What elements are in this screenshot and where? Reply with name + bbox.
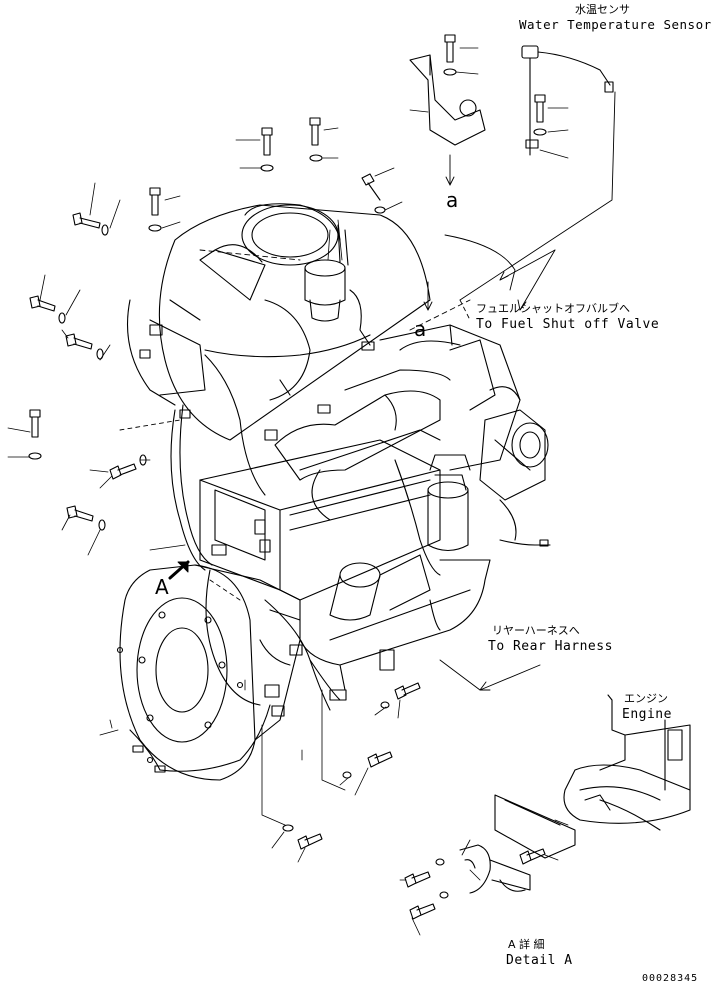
engine-label: Engine	[622, 707, 672, 722]
water-temp-sensor	[521, 45, 614, 156]
flywheel-housing	[116, 564, 301, 781]
oil-pan	[269, 559, 491, 691]
engine-label-jp: エンジン	[624, 692, 668, 705]
view-a-marker: A	[155, 575, 170, 599]
engine-block	[199, 324, 521, 601]
air-cleaner	[127, 203, 431, 441]
starter-motor	[329, 554, 431, 621]
water-temp-sensor-label-jp: 水温センサ	[575, 3, 630, 16]
precleaner	[304, 224, 349, 322]
reference-a-lower: a	[414, 317, 427, 341]
drawing-number: 00028345	[642, 973, 699, 984]
rear-harness-label: To Rear Harness	[488, 639, 613, 654]
wiring-harness	[129, 289, 551, 772]
rear-harness-label-jp: リヤーハーネスへ	[492, 624, 580, 637]
detail-a-label: Detail A	[506, 953, 573, 968]
reference-a-upper: a	[446, 188, 459, 212]
water-temp-sensor-label: Water Temperature Sensor	[519, 17, 712, 32]
fuel-shutoff-label-jp: フュエルシャットオフバルブへ	[476, 302, 630, 315]
fuel-shutoff-label: To Fuel Shut off Valve	[476, 317, 660, 332]
alternator	[479, 386, 549, 541]
sensor-bracket	[409, 54, 486, 146]
intake-duct	[274, 369, 451, 521]
leader-lines	[7, 47, 569, 936]
bolts	[28, 34, 547, 920]
reference-lines	[119, 91, 616, 691]
fuel-filter	[427, 454, 471, 552]
harness-clips	[132, 324, 549, 773]
detail-a-label-jp: A 詳 細	[508, 938, 545, 951]
detail-a-view	[459, 694, 691, 894]
